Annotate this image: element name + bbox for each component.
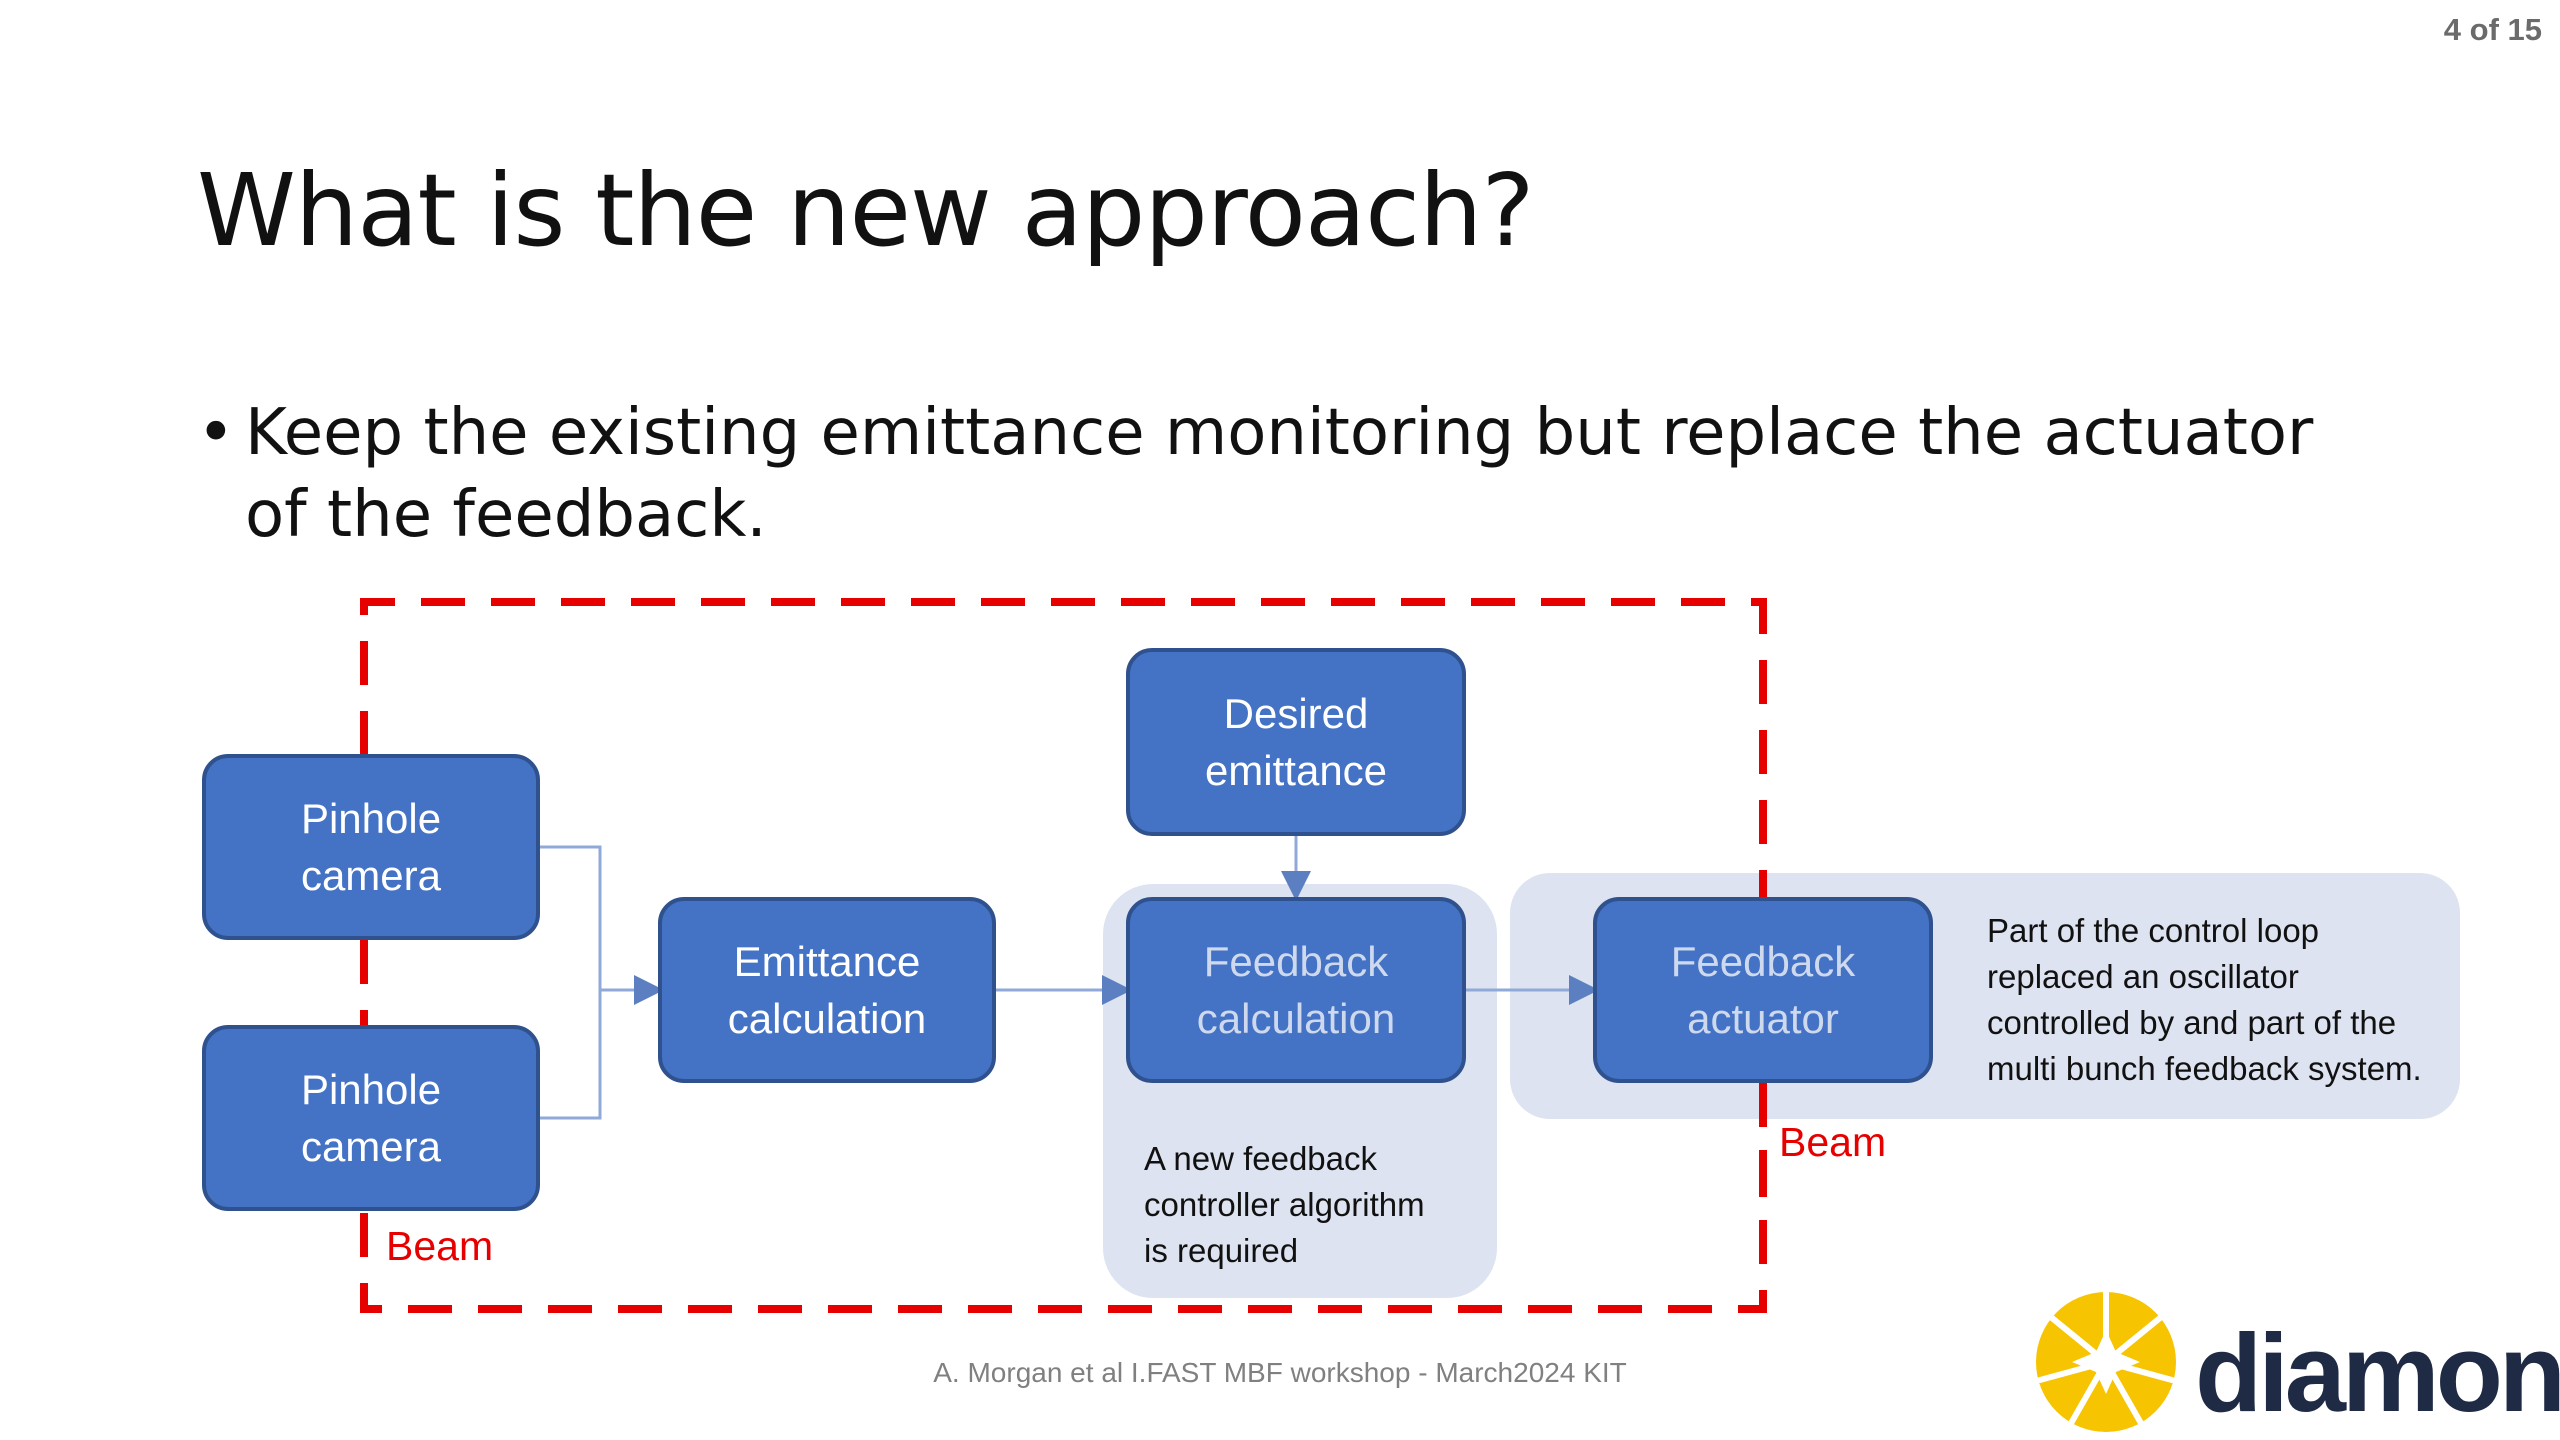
box-line: emittance (1204, 747, 1388, 794)
box-line: Pinhole (300, 795, 442, 842)
box-line: Feedback (1670, 938, 1856, 985)
feedback-actuator-box: Feedback actuator (1593, 897, 1933, 1083)
bullet-text: Keep the existing emittance monitoring b… (245, 396, 2314, 552)
pinhole-camera-box-top: Pinhole camera (202, 754, 540, 940)
bullet-point: • Keep the existing emittance monitoring… (197, 392, 2337, 556)
connector-pinhole-top (540, 845, 602, 990)
actuator-note: Part of the control loop replaced an osc… (1987, 908, 2422, 1092)
desired-emittance-box: Desired emittance (1126, 648, 1466, 836)
note-line: controller algorithm (1144, 1186, 1425, 1223)
note-line: replaced an oscillator (1987, 958, 2299, 995)
box-line: camera (300, 852, 442, 899)
box-line: Pinhole (300, 1066, 442, 1113)
emittance-calculation-box: Emittance calculation (658, 897, 996, 1083)
box-line: Desired (1223, 690, 1369, 737)
beam-label-right: Beam (1779, 1119, 1887, 1165)
box-line: Feedback (1203, 938, 1389, 985)
note-line: controlled by and part of the (1987, 1004, 2397, 1041)
footer-citation: A. Morgan et al I.FAST MBF workshop - Ma… (933, 1357, 1627, 1388)
connector-pinhole-bottom (540, 990, 602, 1120)
feedback-calculation-box: Feedback calculation (1126, 897, 1466, 1083)
note-line: multi bunch feedback system. (1987, 1050, 2422, 1087)
pinhole-camera-box-bottom: Pinhole camera (202, 1025, 540, 1211)
box-line: Emittance (733, 938, 921, 985)
beam-label-left: Beam (386, 1223, 494, 1269)
bullet-symbol: • (197, 396, 235, 470)
box-line: calculation (727, 995, 927, 1042)
note-line: A new feedback (1144, 1140, 1377, 1177)
diamond-logo-word: diamond (2195, 1312, 2560, 1435)
box-line: calculation (1196, 995, 1396, 1042)
algorithm-note: A new feedback controller algorithm is r… (1144, 1136, 1425, 1274)
note-line: Part of the control loop (1987, 912, 2320, 949)
page-number: 4 of 15 (2443, 12, 2542, 47)
note-line: is required (1144, 1232, 1299, 1269)
box-line: camera (300, 1123, 442, 1170)
slide-title: What is the new approach? (197, 152, 1535, 269)
box-line: actuator (1687, 995, 1839, 1042)
